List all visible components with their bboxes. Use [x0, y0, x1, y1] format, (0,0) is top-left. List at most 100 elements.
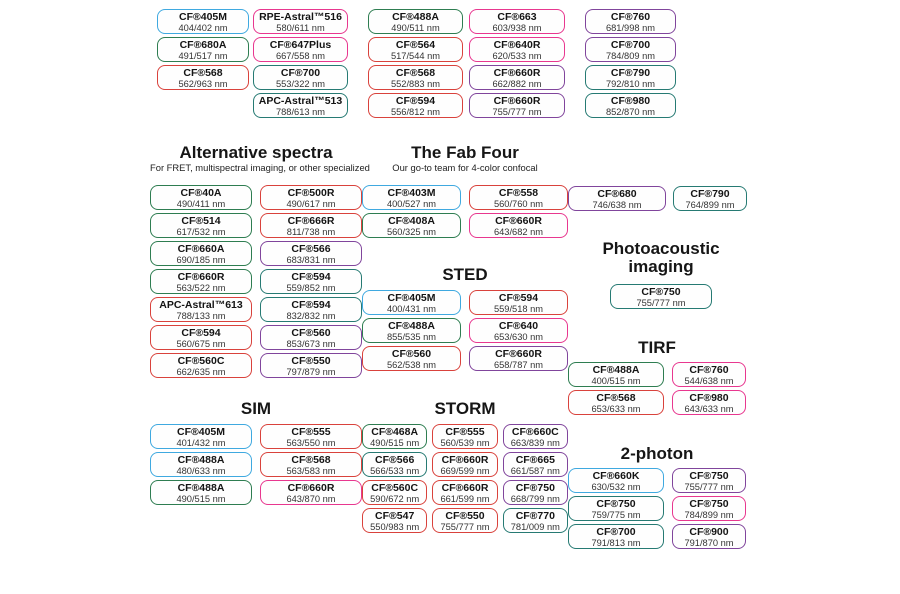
dye-ex-em: 580/611 nm	[276, 22, 325, 33]
dye-name: CF®488A	[177, 481, 225, 494]
dye-name: CF®750	[596, 497, 636, 510]
dye-name: CF®900	[689, 525, 729, 538]
dye-name: CF®568	[395, 66, 436, 79]
dye-name: CF®488A	[177, 453, 225, 466]
fab-four-subtitle: Our go-to team for 4-color confocal	[392, 162, 538, 173]
dye-name: CF®660R	[495, 347, 542, 360]
dye-ex-em: 560/539 nm	[440, 437, 490, 448]
dye-ex-em: 788/133 nm	[176, 310, 226, 321]
dye-ex-em: 832/832 nm	[286, 310, 336, 321]
dye-ex-em: 560/675 nm	[176, 338, 226, 349]
storm-title: STORM	[434, 399, 496, 418]
dye-name: CF®40A	[180, 186, 222, 199]
dye-name: CF®700	[596, 525, 636, 538]
sim-title: SIM	[240, 399, 272, 418]
dye-name: CF®647Plus	[269, 38, 332, 51]
dye-name: CF®550	[445, 509, 485, 522]
dye-name: CF®560	[291, 326, 331, 339]
dye-name: CF®566	[291, 242, 331, 255]
dye-name: CF®660R	[441, 453, 489, 466]
dye-name: CF®514	[181, 214, 221, 227]
dye-name: CF®594	[498, 291, 539, 304]
dye-name: CF®488A	[388, 319, 435, 332]
dye-ex-em: 490/515 nm	[176, 493, 226, 504]
dye-ex-em: 620/533 nm	[492, 50, 542, 61]
dye-ex-em: 667/558 nm	[275, 50, 326, 61]
dye-name: CF®680A	[179, 38, 227, 51]
dye-name: CF®663	[497, 10, 537, 23]
dye-ex-em: 781/009 nm	[510, 521, 560, 532]
dye-ex-em: 662/635 nm	[176, 366, 226, 377]
dye-name: APC-Astral™513	[258, 94, 343, 107]
dye-name: CF®594	[181, 326, 221, 339]
sted-title: STED	[442, 265, 488, 284]
dye-name: CF®980	[689, 391, 729, 404]
dye-ex-em: 784/809 nm	[605, 50, 656, 61]
dye-ex-em: 643/682 nm	[493, 226, 544, 237]
dye-ex-em: 784/899 nm	[684, 509, 734, 520]
dye-name: CF®500R	[287, 186, 335, 199]
dye-name: CF®750	[641, 285, 681, 298]
dye-name: CF®568	[596, 391, 636, 404]
dye-name: CF®403M	[387, 186, 436, 199]
dye-name: CF®405M	[179, 10, 227, 23]
dye-ex-em: 797/879 nm	[286, 366, 336, 377]
dye-ex-em: 668/799 nm	[510, 493, 560, 504]
dye-name: CF®760	[689, 363, 729, 376]
dye-ex-em: 490/511 nm	[391, 22, 440, 33]
dye-name: CF®700	[280, 66, 321, 79]
dye-ex-em: 755/777 nm	[440, 521, 490, 532]
dye-name: APC-Astral™613	[159, 298, 243, 311]
dye-ex-em: 791/813 nm	[591, 537, 641, 548]
dye-ex-em: 562/538 nm	[386, 359, 437, 370]
dye-name: CF®660R	[493, 66, 541, 79]
dye-ex-em: 852/870 nm	[605, 106, 656, 117]
dye-name: CF®566	[375, 453, 415, 466]
dye-ex-em: 560/760 nm	[493, 198, 544, 209]
photoacoustic-title: Photoacoustic imaging	[602, 239, 720, 276]
dye-ex-em: 400/527 nm	[386, 198, 437, 209]
dye-ex-em: 764/899 nm	[685, 199, 735, 210]
dye-ex-em: 853/673 nm	[286, 338, 336, 349]
